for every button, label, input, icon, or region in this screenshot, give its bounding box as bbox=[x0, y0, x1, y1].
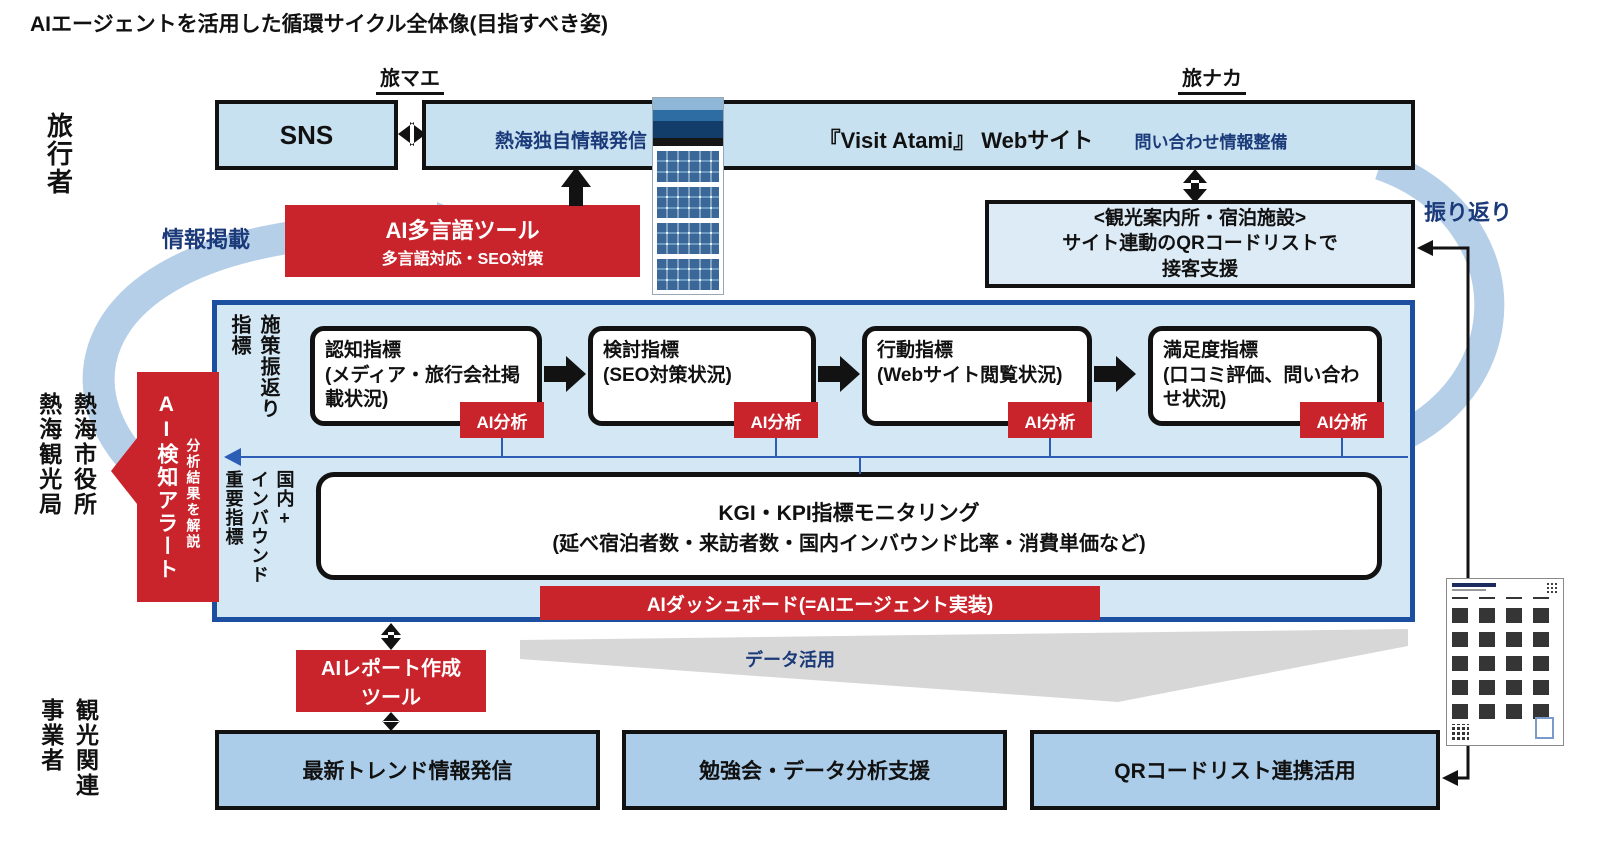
ai-multilingual-tool-title: AI多言語ツール bbox=[385, 218, 540, 243]
indicator-detail: (メディア・旅行会社掲載状況) bbox=[325, 364, 520, 411]
review-label: 振り返り bbox=[1424, 200, 1513, 225]
visit-atami-website-box: 熱海独自情報発信 『Visit Atami』 Webサイト 問い合わせ情報整備 bbox=[422, 100, 1415, 170]
ai-analysis-badge-label: AI分析 bbox=[1316, 412, 1368, 432]
ai-detection-alert-callout: 分析結果を解説 AI検知アラート bbox=[111, 372, 219, 602]
unique-info-label: 熱海独自情報発信 bbox=[494, 131, 647, 152]
qr-code-list-thumbnail bbox=[1446, 578, 1564, 746]
alert-callout-pointer bbox=[111, 438, 137, 504]
qr-support-line1: <観光案内所・宿泊施設> bbox=[1093, 207, 1307, 229]
domestic-col2: インバウンド bbox=[249, 470, 269, 584]
qr-sheet-code-grid bbox=[1452, 597, 1558, 719]
actor-traveler: 旅行者 bbox=[42, 112, 75, 292]
actor-atami-city: 熱海市役所 熱海観光局 bbox=[34, 392, 98, 612]
qr-sheet-title-bar bbox=[1452, 583, 1496, 587]
indicator-title: 検討指標 bbox=[603, 340, 680, 361]
ai-dashboard-bar: AIダッシュボード(=AIエージェント実装) bbox=[540, 586, 1100, 620]
qr-support-box: <観光案内所・宿泊施設> サイト連動のQRコードリストで 接客支援 bbox=[985, 200, 1415, 288]
qr-sheet-last-code bbox=[1452, 724, 1469, 740]
sns-box: SNS bbox=[215, 100, 398, 170]
actor-business: 観光関連 事業者 bbox=[36, 698, 100, 858]
indicator-detail: (口コミ評価、問い合わせ状況) bbox=[1163, 364, 1360, 411]
indicator-title: 行動指標 bbox=[877, 340, 954, 361]
bottom-box-trend-info: 最新トレンド情報発信 bbox=[215, 730, 600, 810]
policy-review-indicator-label: 施策振返り 指標 bbox=[226, 314, 280, 442]
actor-traveler-label: 旅行者 bbox=[43, 112, 74, 196]
indicator-box-action: 行動指標 (Webサイト閲覧状況) bbox=[862, 326, 1092, 426]
page-title: AIエージェントを活用した循環サイクル全体像(目指すべき姿) bbox=[30, 13, 609, 36]
phase-label-during-trip: 旅ナカ bbox=[1178, 62, 1246, 95]
sns-label: SNS bbox=[279, 119, 334, 150]
bottom-box-label: 勉強会・データ分析支援 bbox=[699, 760, 930, 783]
qr-sheet-corner-code bbox=[1547, 582, 1558, 593]
website-screenshot-thumbnail bbox=[652, 97, 724, 295]
ai-analysis-badge: AI分析 bbox=[1008, 402, 1092, 438]
bottom-box-qr-linkage: QRコードリスト連携活用 bbox=[1030, 730, 1440, 810]
indicator-detail: (SEO対策状況) bbox=[603, 364, 732, 386]
data-utilization-label: データ活用 bbox=[745, 650, 835, 670]
ai-analysis-badge: AI分析 bbox=[460, 402, 544, 438]
qr-support-line3: 接客支援 bbox=[1161, 258, 1238, 280]
bottom-box-label: QRコードリスト連携活用 bbox=[1114, 760, 1356, 783]
actor-tourism-bureau-label: 熱海観光局 bbox=[35, 392, 62, 517]
ai-analysis-badge-label: AI分析 bbox=[476, 412, 528, 432]
ai-analysis-badge-label: AI分析 bbox=[750, 412, 802, 432]
policy-review-col1: 施策振返り bbox=[257, 314, 279, 419]
qr-sheet-outline-card bbox=[1535, 717, 1554, 739]
bottom-box-label: 最新トレンド情報発信 bbox=[302, 760, 513, 783]
ai-dashboard-label: AIダッシュボード(=AIエージェント実装) bbox=[646, 594, 994, 616]
indicator-title: 満足度指標 bbox=[1163, 340, 1259, 361]
website-photo-grid bbox=[657, 187, 719, 218]
domestic-col3: 重要指標 bbox=[223, 470, 244, 546]
kgi-line1: KGI・KPI指標モニタリング bbox=[718, 501, 980, 525]
domestic-inbound-indicator-label: 国内+ インバウンド 重要指標 bbox=[222, 470, 296, 615]
website-photo-grid bbox=[657, 259, 719, 290]
website-title-bar bbox=[653, 138, 723, 146]
phase-label-pre-trip: 旅マエ bbox=[376, 62, 444, 95]
website-photo-grid bbox=[657, 151, 719, 182]
kgi-kpi-monitoring-box: KGI・KPI指標モニタリング (延べ宿泊者数・来訪者数・国内インバウンド比率・… bbox=[316, 472, 1382, 580]
indicator-box-consideration: 検討指標 (SEO対策状況) bbox=[588, 326, 816, 426]
actor-tourism-related-label: 観光関連 bbox=[72, 698, 99, 798]
policy-review-col2: 指標 bbox=[228, 314, 250, 356]
ai-analysis-badge: AI分析 bbox=[1300, 402, 1384, 438]
visit-atami-site-label: 『Visit Atami』 Webサイト bbox=[818, 128, 1094, 153]
info-posting-label: 情報掲載 bbox=[162, 227, 251, 252]
ai-analysis-badge: AI分析 bbox=[734, 402, 818, 438]
website-photo-grid bbox=[657, 223, 719, 254]
data-utilization-banner-shape bbox=[520, 629, 1408, 702]
alert-sub-label: 分析結果を解説 bbox=[185, 438, 202, 550]
alert-main-label: AI検知アラート bbox=[154, 393, 178, 581]
indicator-detail: (Webサイト閲覧状況) bbox=[877, 364, 1063, 386]
ai-report-tool-line1: AIレポート作成 bbox=[321, 658, 461, 680]
qr-sheet-subtitle-bar bbox=[1452, 589, 1486, 591]
kgi-line2: (延べ宿泊者数・来訪者数・国内インバウンド比率・消費単価など) bbox=[552, 532, 1146, 555]
qr-support-line2: サイト連動のQRコードリストで bbox=[1062, 233, 1338, 255]
indicator-title: 認知指標 bbox=[325, 340, 402, 361]
ai-multilingual-tool-box: AI多言語ツール 多言語対応・SEO対策 bbox=[285, 205, 640, 277]
ai-report-tool-line2: ツール bbox=[361, 687, 421, 709]
domestic-col1: 国内+ bbox=[274, 470, 295, 529]
ai-report-tool-box: AIレポート作成 ツール bbox=[296, 650, 486, 712]
actor-city-hall-label: 熱海市役所 bbox=[70, 392, 97, 517]
website-hero-image bbox=[653, 98, 723, 138]
ai-analysis-badge-label: AI分析 bbox=[1024, 412, 1076, 432]
inquiry-info-label: 問い合わせ情報整備 bbox=[1134, 133, 1288, 152]
actor-business-operators-label: 事業者 bbox=[37, 698, 64, 773]
bottom-box-study-support: 勉強会・データ分析支援 bbox=[622, 730, 1007, 810]
ai-multilingual-tool-subtitle: 多言語対応・SEO対策 bbox=[381, 251, 544, 268]
